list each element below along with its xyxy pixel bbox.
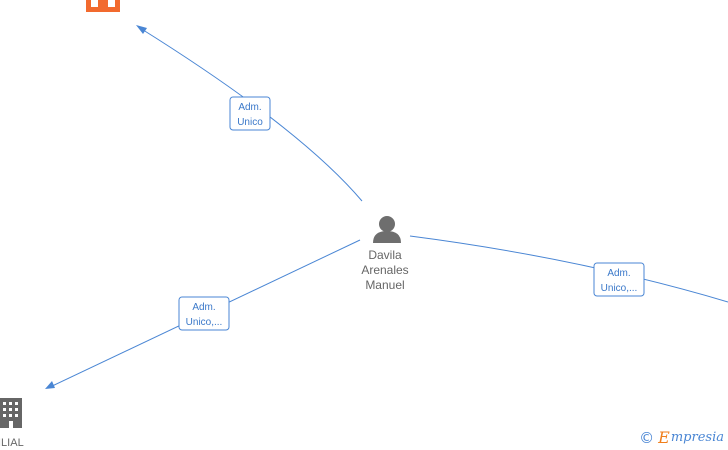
edge-bottom-left[interactable]: Adm. Unico,... <box>45 239 361 389</box>
edge-right[interactable]: Adm. Unico,... <box>409 235 728 303</box>
copyright-icon: © <box>639 429 655 447</box>
edge-label-line-1: Adm. <box>607 268 630 279</box>
arrowhead <box>45 381 55 389</box>
building-icon <box>86 0 120 12</box>
edge-label-line-1: Adm. <box>192 302 215 313</box>
person-node-center[interactable]: Davila Arenales Manuel <box>361 216 409 292</box>
edge-label-line-2: Unico,... <box>601 283 638 294</box>
company-node-bottom-left[interactable]: ILIAL <box>0 398 24 449</box>
person-name-line-2: Arenales <box>361 263 408 277</box>
person-name-line-1: Davila <box>368 248 402 262</box>
edge-label-line-1: Adm. <box>238 102 261 113</box>
edge-label-box[interactable] <box>593 262 645 297</box>
brand-name: mpresia <box>670 430 724 445</box>
edge-line <box>409 235 728 303</box>
edge-label-line-2: Unico,... <box>186 317 223 328</box>
empresia-watermark: © E mpresia <box>639 428 724 448</box>
person-icon <box>373 216 401 243</box>
company-label: ILIAL <box>0 437 24 449</box>
arrowhead <box>136 25 147 34</box>
person-name-line-3: Manuel <box>365 278 404 292</box>
edge-top[interactable]: Adm. Unico <box>136 25 363 202</box>
company-node-top[interactable] <box>86 0 120 12</box>
edge-label-box[interactable] <box>178 296 230 331</box>
building-icon <box>0 398 22 428</box>
brand-initial: E <box>658 428 670 447</box>
edge-label-line-2: Unico <box>237 117 263 128</box>
edge-line <box>139 27 363 202</box>
edge-label-box[interactable] <box>229 96 271 131</box>
